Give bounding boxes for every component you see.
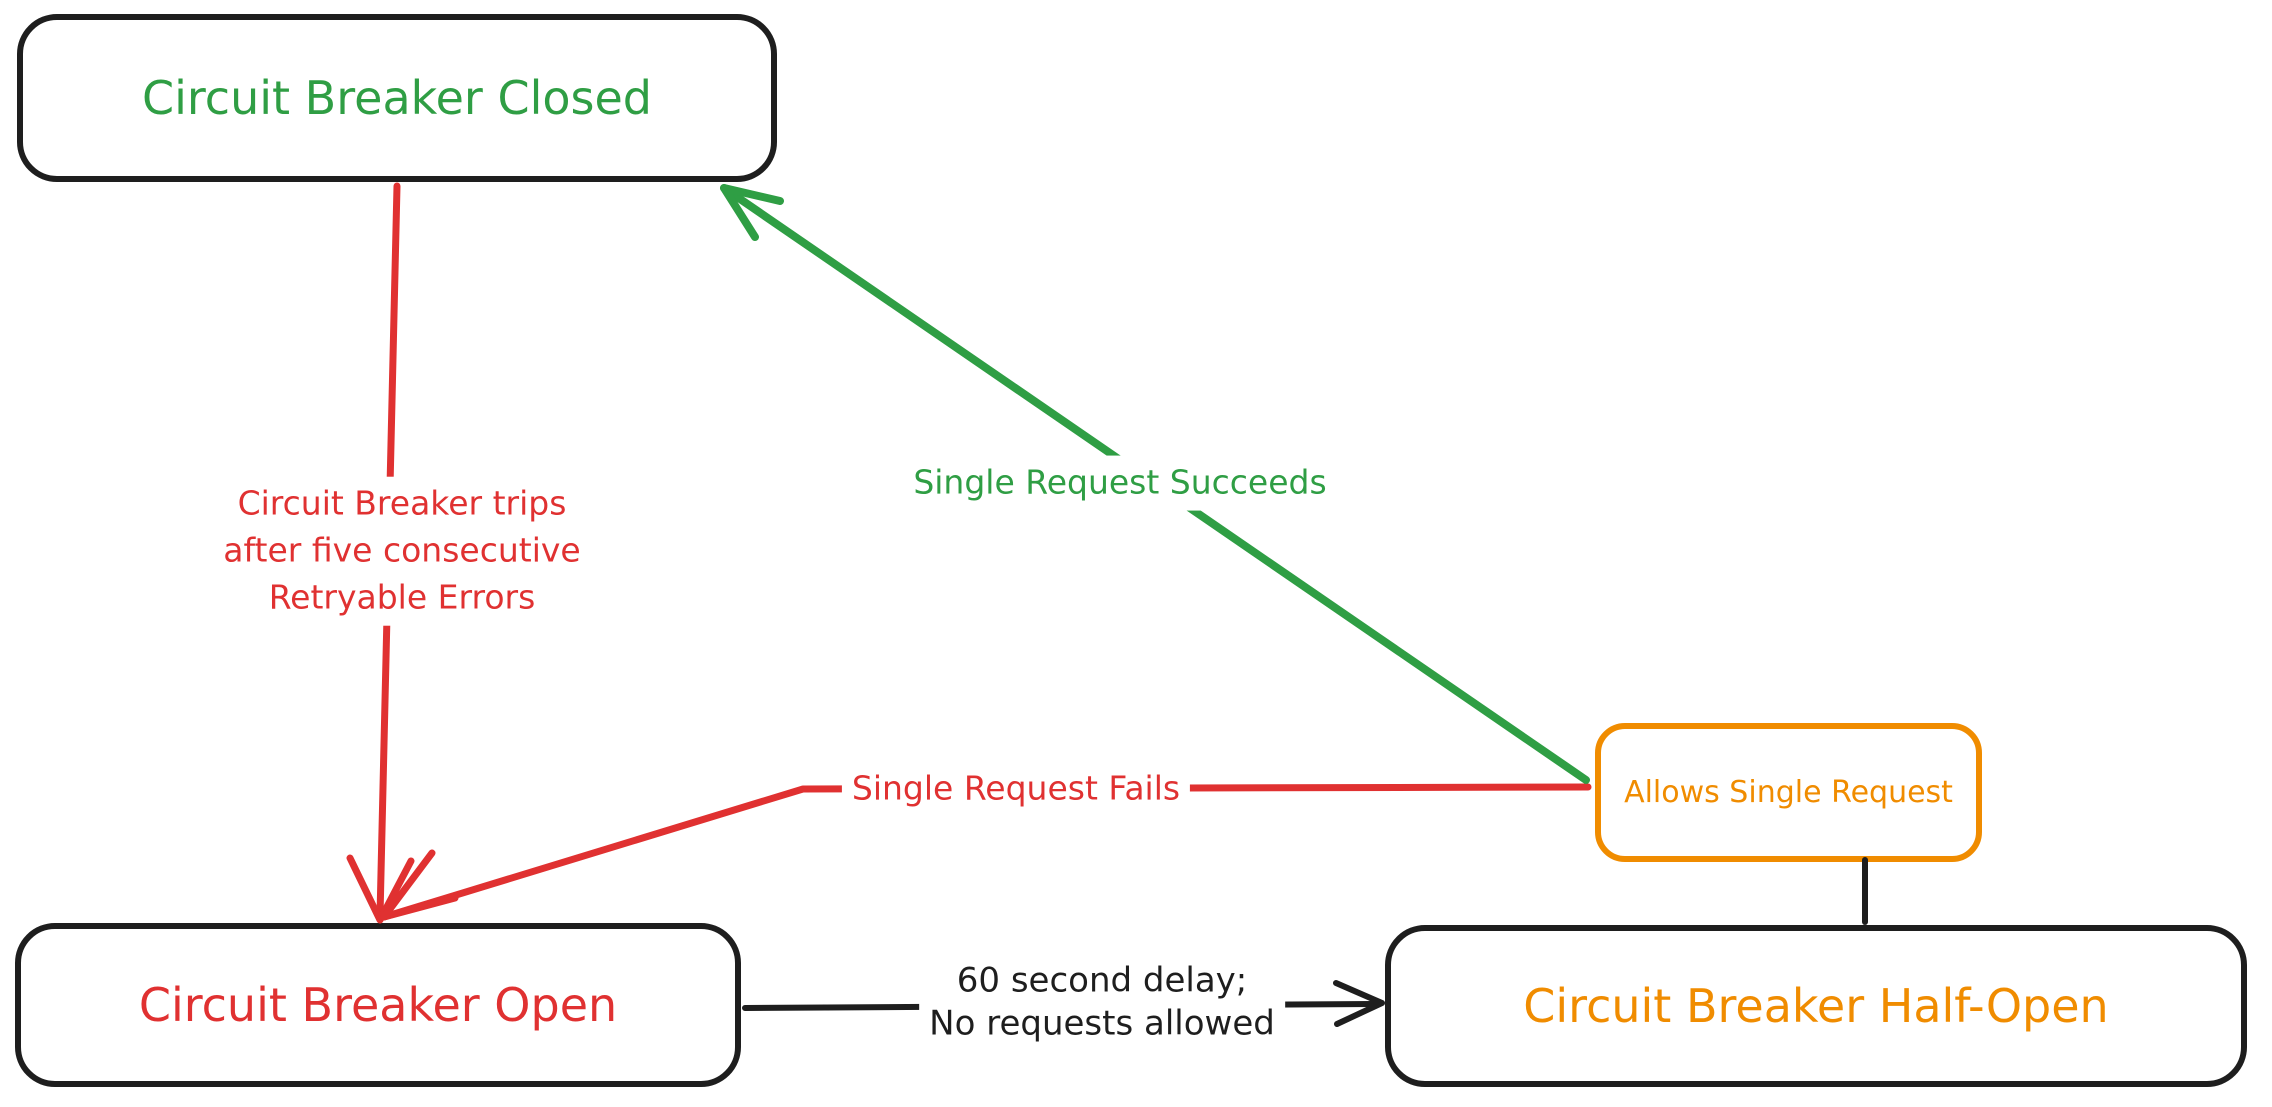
- edge-label-line: 60 second delay;: [956, 960, 1248, 1001]
- node-circuit-breaker-half-open: Circuit Breaker Half-Open: [1385, 925, 2247, 1087]
- edge-label-trips: Circuit Breaker trips after five consecu…: [213, 476, 591, 626]
- node-label: Circuit Breaker Half-Open: [1523, 979, 2109, 1033]
- edge-succeeds-arrowhead-icon: [720, 184, 784, 241]
- node-circuit-breaker-open: Circuit Breaker Open: [15, 923, 741, 1087]
- edge-label-line: after five consecutive: [223, 530, 581, 570]
- edge-label-line: Single Request Succeeds: [913, 462, 1327, 502]
- edge-label-line: Retryable Errors: [268, 577, 536, 617]
- edge-label-line: Circuit Breaker trips: [237, 483, 567, 523]
- node-label: Circuit Breaker Closed: [142, 71, 652, 125]
- edge-label-line: No requests allowed: [929, 1003, 1275, 1043]
- edge-trips-arrowhead-icon: [346, 854, 415, 924]
- edge-delay-arrowhead-icon: [1333, 980, 1385, 1027]
- edge-label-delay: 60 second delay; No requests allowed: [919, 955, 1285, 1049]
- edge-label-line: Single Request Fails: [851, 768, 1181, 808]
- node-circuit-breaker-closed: Circuit Breaker Closed: [17, 14, 777, 182]
- edge-label-fails: Single Request Fails: [841, 761, 1191, 817]
- edge-fails-arrowhead-icon: [380, 849, 459, 921]
- node-allows-single-request: Allows Single Request: [1595, 723, 1982, 862]
- node-label: Allows Single Request: [1624, 775, 1953, 810]
- node-label: Circuit Breaker Open: [138, 978, 618, 1032]
- edge-label-succeeds: Single Request Succeeds: [903, 455, 1337, 511]
